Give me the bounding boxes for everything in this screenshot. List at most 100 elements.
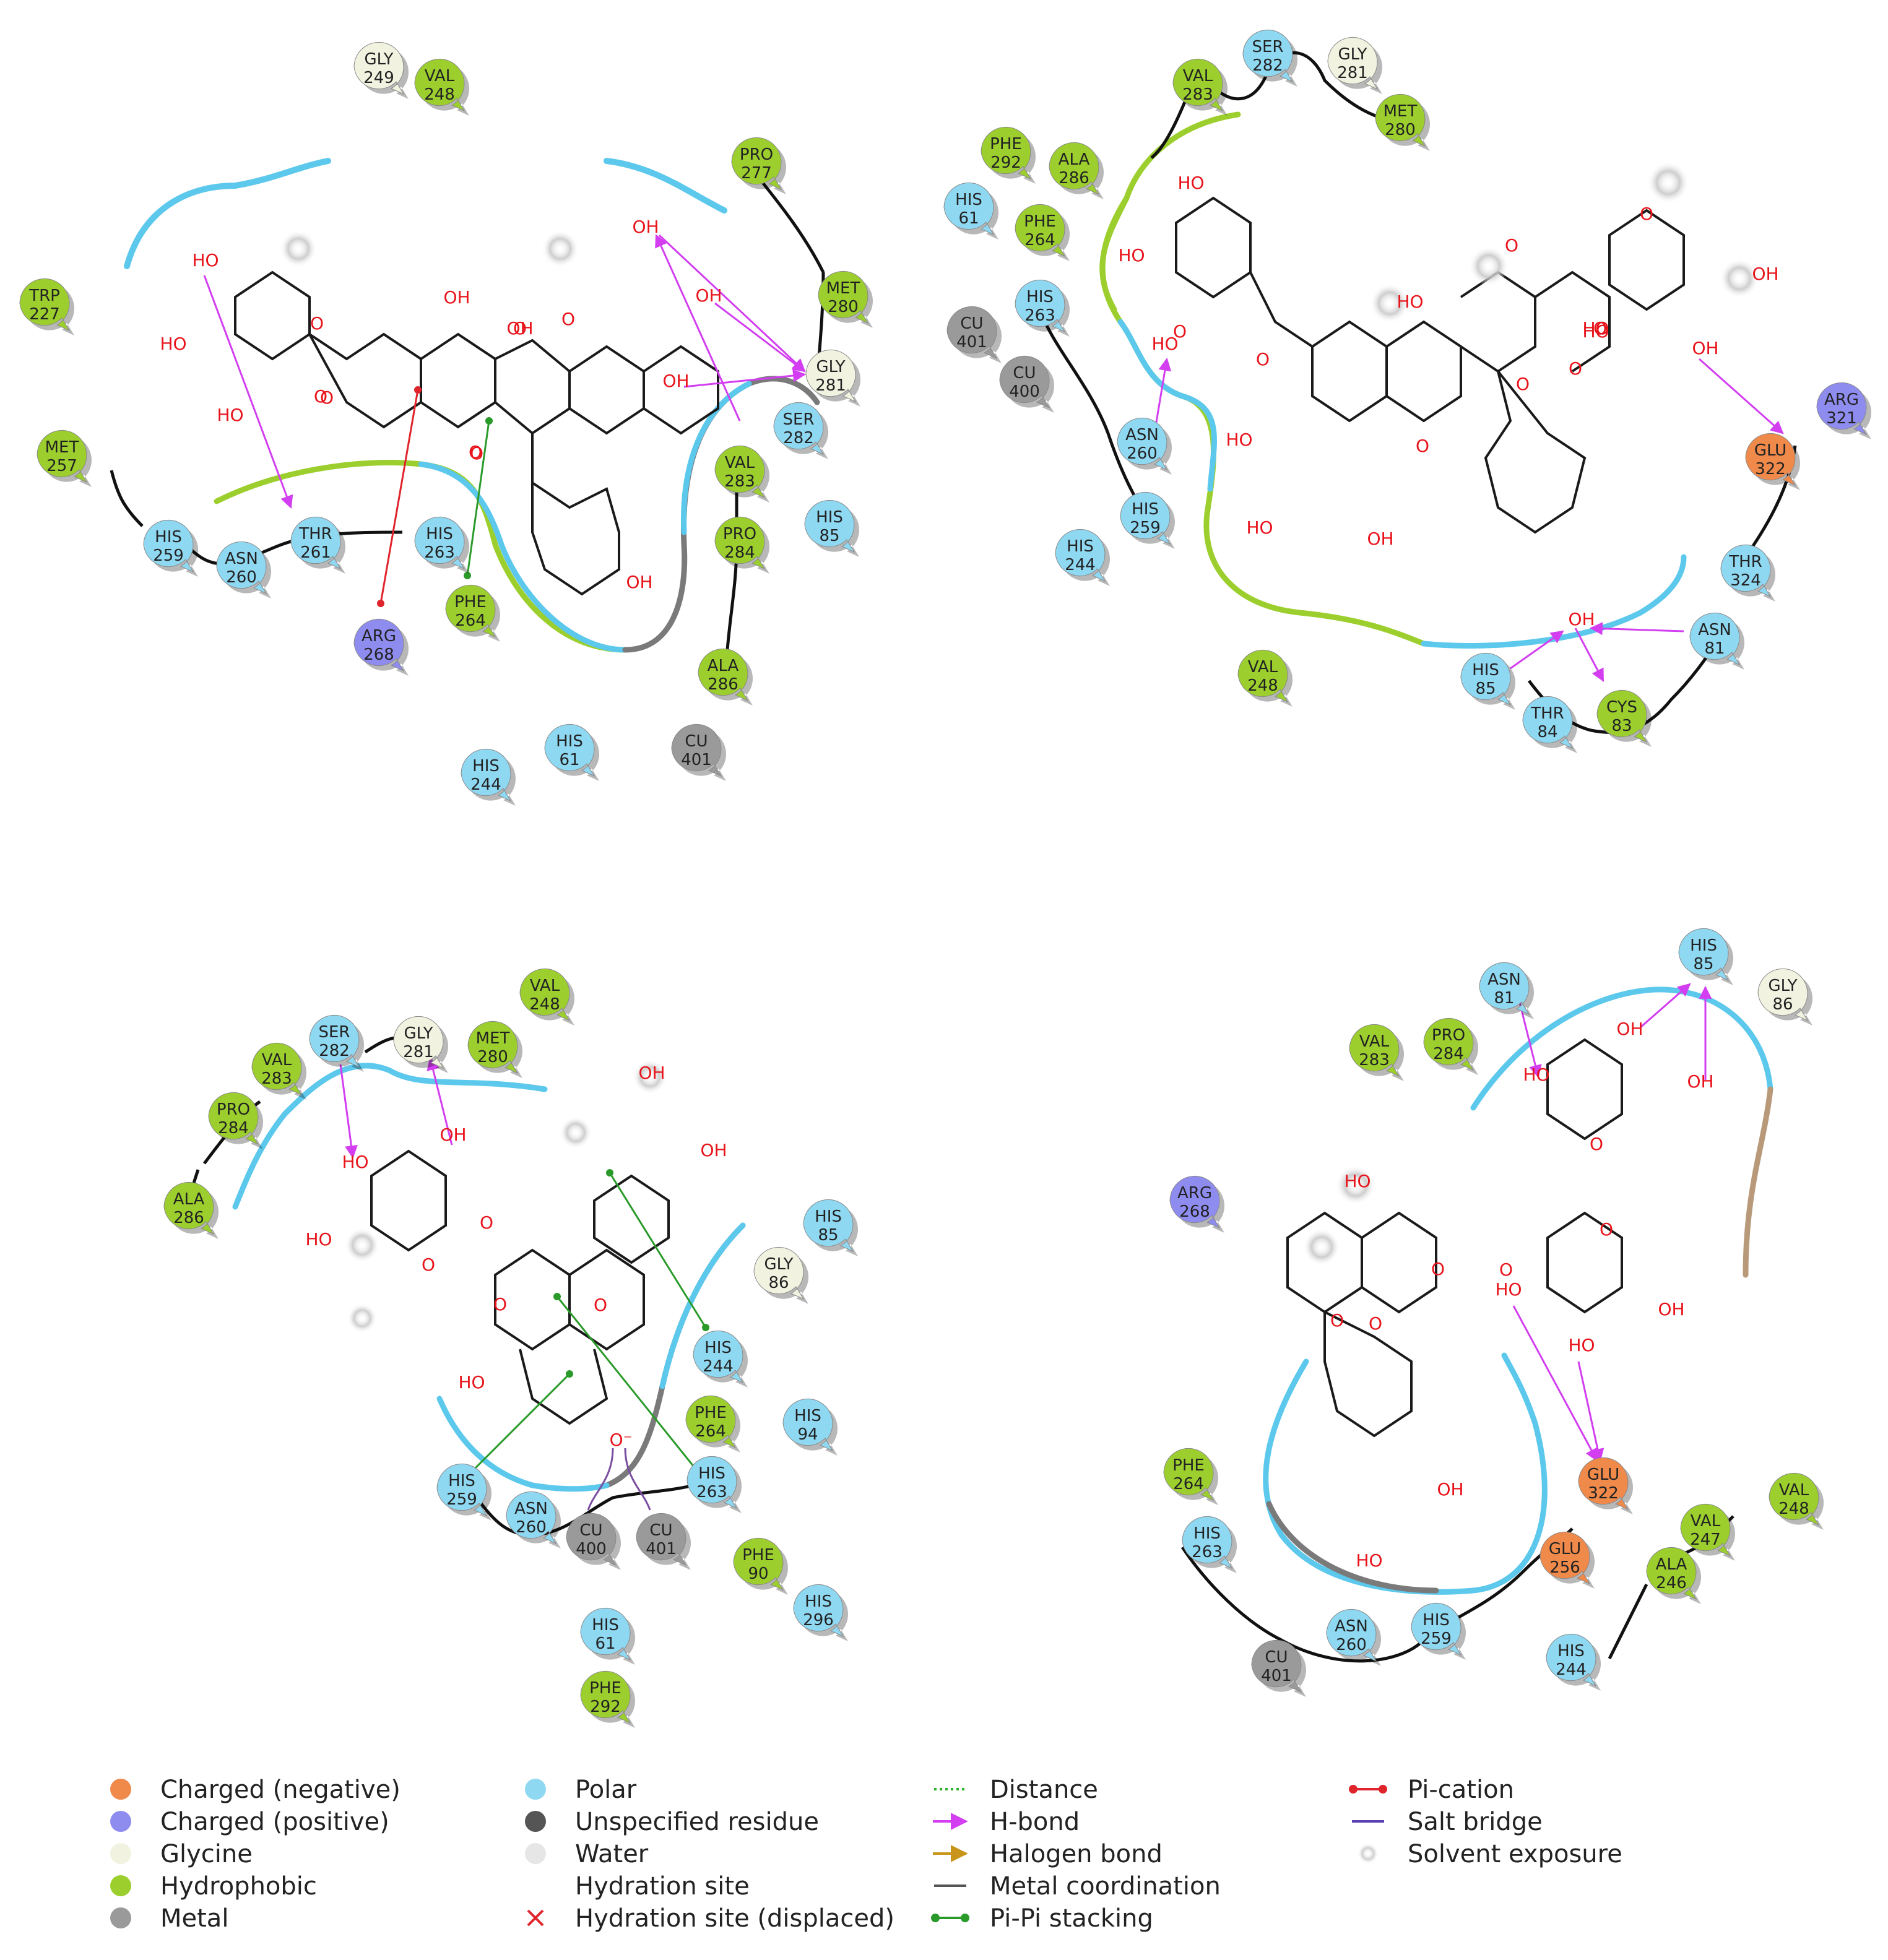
legend-swatch bbox=[527, 1909, 544, 1927]
atom-label: O bbox=[1173, 321, 1187, 342]
residue-badge bbox=[1539, 1531, 1591, 1585]
residue-name: ALA bbox=[708, 657, 739, 675]
residue-badge bbox=[1546, 1633, 1597, 1687]
residue-name: CU bbox=[1265, 1648, 1288, 1667]
legend-item: Hydrophobic bbox=[110, 1872, 317, 1901]
residue-number: 400 bbox=[576, 1540, 607, 1558]
atom-label: O bbox=[422, 1254, 435, 1275]
residue-badge bbox=[461, 748, 512, 802]
residue-badge bbox=[1163, 1448, 1215, 1501]
atom-label: HO bbox=[305, 1229, 332, 1250]
atom-label: O bbox=[1499, 1259, 1513, 1280]
atom-label: O bbox=[469, 442, 482, 462]
residue-badge bbox=[506, 1491, 557, 1545]
residue-number: 244 bbox=[1065, 556, 1096, 574]
atom-label: O bbox=[1593, 318, 1607, 339]
residue-badge bbox=[1460, 652, 1512, 706]
legend-swatch bbox=[110, 1875, 131, 1896]
